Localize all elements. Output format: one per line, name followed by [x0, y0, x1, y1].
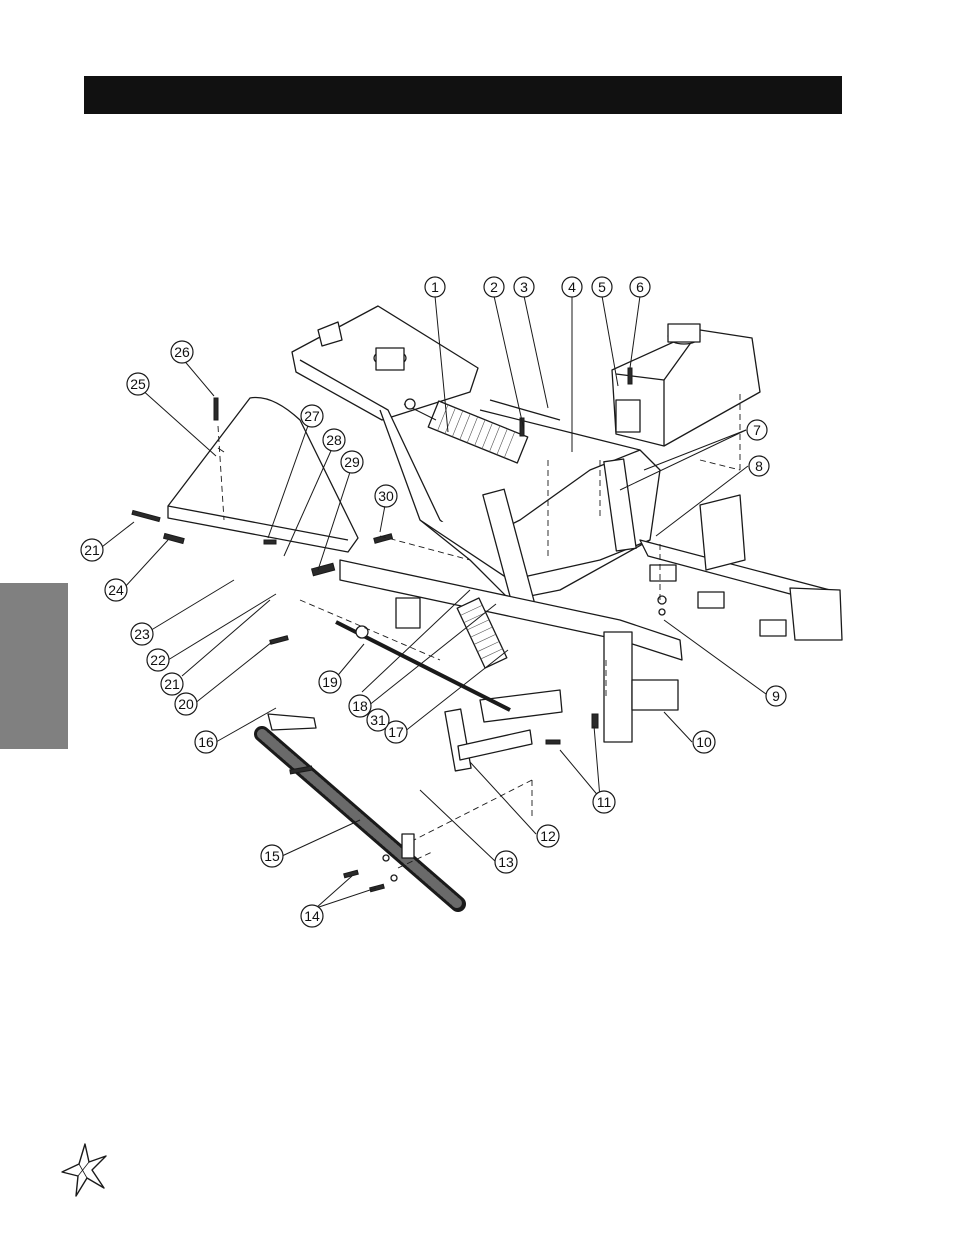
- svg-text:19: 19: [322, 674, 338, 690]
- svg-text:8: 8: [755, 458, 763, 474]
- svg-text:7: 7: [753, 422, 761, 438]
- fuel-tank: [611, 323, 761, 447]
- hopper-plate: [291, 305, 479, 421]
- callout-6: 6: [629, 276, 651, 298]
- svg-text:21: 21: [84, 542, 100, 558]
- hardware-bolts: [131, 367, 667, 893]
- callout-21-upper: 21: [80, 538, 104, 562]
- svg-text:11: 11: [597, 794, 612, 810]
- callout-10: 10: [692, 730, 716, 754]
- hydraulic-cylinder: [403, 398, 529, 464]
- callout-28: 28: [322, 428, 346, 452]
- svg-text:29: 29: [344, 454, 360, 470]
- callout-19: 19: [318, 670, 342, 694]
- svg-text:26: 26: [174, 344, 190, 360]
- svg-text:21: 21: [164, 676, 180, 692]
- svg-text:30: 30: [378, 488, 394, 504]
- main-frame: [299, 359, 661, 612]
- callout-30: 30: [374, 484, 398, 508]
- svg-text:18: 18: [352, 698, 368, 714]
- callout-24: 24: [104, 578, 128, 602]
- spring-assembly: [456, 597, 508, 669]
- callout-20: 20: [174, 692, 198, 716]
- callout-14: 14: [300, 904, 324, 928]
- callout-12: 12: [536, 824, 560, 848]
- svg-text:17: 17: [388, 724, 404, 740]
- svg-text:25: 25: [130, 376, 146, 392]
- callout-4: 4: [561, 276, 583, 298]
- callout-7: 7: [746, 419, 768, 441]
- svg-text:16: 16: [198, 734, 214, 750]
- callout-23: 23: [130, 622, 154, 646]
- svg-text:22: 22: [150, 652, 166, 668]
- callout-29: 29: [340, 450, 364, 474]
- callout-22: 22: [146, 648, 170, 672]
- svg-text:14: 14: [304, 908, 320, 924]
- front-crossbar: [339, 559, 683, 743]
- svg-text:9: 9: [772, 688, 780, 704]
- callout-18: 18: [348, 694, 372, 718]
- callout-5: 5: [591, 276, 613, 298]
- lower-bracket: [444, 689, 563, 772]
- section-tab: [0, 583, 68, 749]
- svg-text:12: 12: [540, 828, 556, 844]
- svg-text:20: 20: [178, 696, 194, 712]
- callout-9: 9: [765, 685, 787, 707]
- svg-text:4: 4: [568, 279, 576, 295]
- svg-text:15: 15: [264, 848, 280, 864]
- callout-26: 26: [170, 340, 194, 364]
- svg-text:28: 28: [326, 432, 342, 448]
- callout-13: 13: [494, 850, 518, 874]
- svg-text:27: 27: [304, 408, 320, 424]
- callout-25: 25: [126, 372, 150, 396]
- callout-1: 1: [424, 276, 446, 298]
- callout-16: 16: [194, 730, 218, 754]
- callout-8: 8: [748, 455, 770, 477]
- discharge-chute: [167, 396, 359, 553]
- callout-11: 11: [592, 790, 616, 814]
- control-rod: [335, 620, 511, 712]
- alignment-lines: [217, 394, 741, 869]
- handle-bar: [254, 713, 466, 912]
- star-burst-logo-icon: [61, 1143, 107, 1197]
- svg-text:1: 1: [431, 279, 439, 295]
- callout-2: 2: [483, 276, 505, 298]
- svg-text:6: 6: [636, 279, 644, 295]
- rear-axle-frame: [639, 494, 843, 641]
- svg-text:5: 5: [598, 279, 606, 295]
- header-bar: [84, 76, 842, 114]
- callout-31: 31: [366, 708, 390, 732]
- callouts: 1 2 3 4 5 6 7 8 9 10 11 12 13 14 15 16 1…: [80, 276, 787, 928]
- svg-text:24: 24: [108, 582, 124, 598]
- callout-3: 3: [513, 276, 535, 298]
- svg-text:23: 23: [134, 626, 150, 642]
- callout-15: 15: [260, 844, 284, 868]
- callout-27: 27: [300, 404, 324, 428]
- svg-text:13: 13: [498, 854, 514, 870]
- svg-text:31: 31: [370, 712, 386, 728]
- callout-21-lower: 21: [160, 672, 184, 696]
- svg-text:10: 10: [696, 734, 712, 750]
- svg-text:3: 3: [520, 279, 528, 295]
- callout-17: 17: [384, 720, 408, 744]
- svg-text:2: 2: [490, 279, 498, 295]
